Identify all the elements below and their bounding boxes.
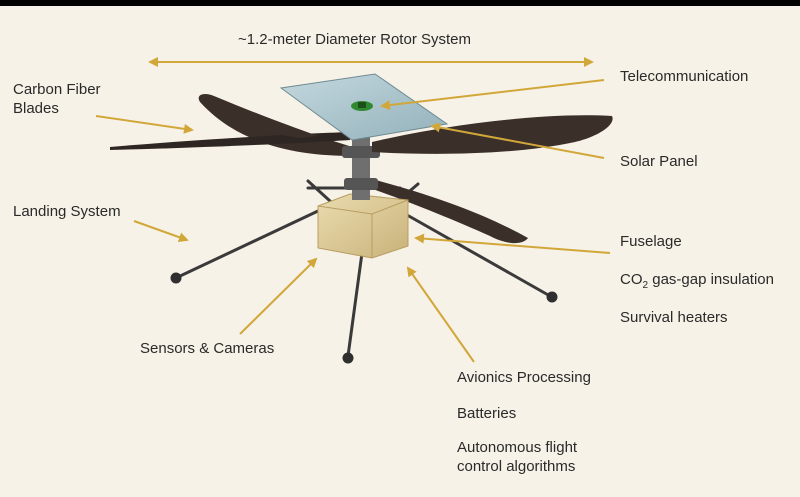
avionics-label: Avionics Processing xyxy=(457,369,591,386)
autonomous-label-line2: control algorithms xyxy=(457,458,576,475)
fuselage-box xyxy=(317,193,409,259)
co2-subscript: 2 xyxy=(642,280,649,291)
upper-blades xyxy=(110,115,613,154)
callout-arrows xyxy=(95,79,611,363)
helicopter-illustration xyxy=(95,57,613,364)
sensors-cameras-label: Sensors & Cameras xyxy=(140,340,275,357)
diagram-canvas: ~1.2-meter Diameter Rotor System Telecom… xyxy=(0,6,800,497)
arrow-carbon-fiber xyxy=(95,115,194,134)
arrow-sensors xyxy=(239,257,318,335)
arrow-fuselage xyxy=(414,233,611,254)
rotor-system-label: ~1.2-meter Diameter Rotor System xyxy=(238,31,471,48)
co2-prefix: CO xyxy=(620,271,643,288)
telecommunication-label: Telecommunication xyxy=(620,68,749,85)
arrow-telecommunication xyxy=(380,79,605,111)
co2-insulation-label: CO2 gas-gap insulation xyxy=(620,270,774,291)
solar-panel-graphic xyxy=(279,73,449,141)
batteries-label: Batteries xyxy=(457,405,517,422)
landing-system-label: Landing System xyxy=(13,203,121,220)
arrow-solar-panel xyxy=(430,122,605,159)
arrow-avionics xyxy=(406,266,475,363)
arrow-landing-system xyxy=(133,220,189,243)
leg-feet xyxy=(170,272,558,364)
carbon-fiber-label-line2: Blades xyxy=(13,100,59,117)
fuselage-label: Fuselage xyxy=(620,233,682,250)
co2-suffix: gas-gap insulation xyxy=(648,271,774,288)
carbon-fiber-label-line1: Carbon Fiber xyxy=(13,81,101,98)
autonomous-label-line1: Autonomous flight xyxy=(457,439,578,456)
survival-heaters-label: Survival heaters xyxy=(620,309,728,326)
solar-panel-label: Solar Panel xyxy=(620,153,698,170)
